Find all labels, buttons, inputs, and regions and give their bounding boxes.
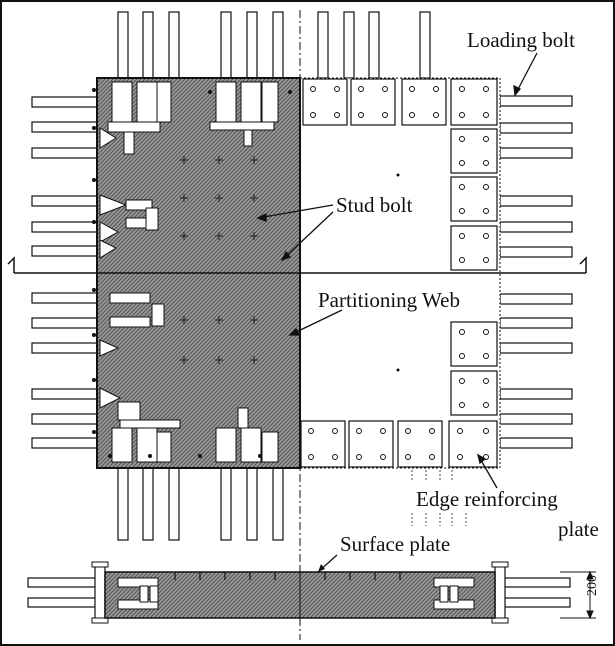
clamp-details-left [99, 194, 165, 357]
leader-lines [256, 52, 538, 489]
center-dot [396, 368, 400, 372]
top-bolts-left [117, 11, 284, 79]
top-bolts-right [317, 11, 431, 79]
bottom-right-short-bolts [411, 470, 467, 526]
label-loading-bolt: Loading bolt [467, 28, 575, 52]
section-line [7, 256, 587, 274]
stud-crosses [180, 156, 258, 364]
label-edge-reinforcing-plate: plate [558, 517, 599, 541]
side-elevation [27, 554, 571, 625]
label-edge-reinforcing: Edge reinforcing [416, 487, 558, 511]
label-stud-bolt: Stud bolt [336, 193, 413, 217]
left-bolts [31, 96, 99, 449]
plate-holes [308, 86, 489, 460]
label-surface-plate: Surface plate [340, 532, 451, 556]
clamp-details-bottom [99, 387, 279, 463]
edge-plates-bottom [300, 420, 498, 468]
edge-plates-right [450, 128, 498, 416]
label-partitioning-web: Partitioning Web [318, 288, 460, 312]
edge-plates-top [302, 78, 498, 126]
dimension-value: 200 [585, 575, 600, 596]
bottom-bolts [117, 467, 284, 541]
right-bolts [499, 95, 573, 449]
edge-dots [92, 88, 292, 458]
center-dot [396, 173, 400, 177]
dimension-200 [560, 570, 596, 620]
clamp-details-top [99, 81, 279, 155]
